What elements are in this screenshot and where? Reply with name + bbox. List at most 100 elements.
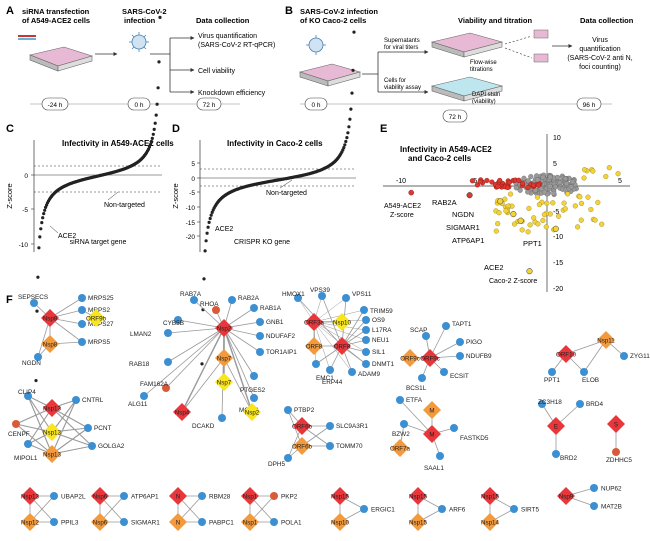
viral-protein-label: Nsp15 (481, 493, 499, 500)
panel-b-step3: Data collection (580, 16, 634, 25)
viral-protein-label: Nsp7 (217, 355, 232, 362)
host-protein-label: SEPSECS (18, 294, 48, 301)
viral-protein-node: Nsp7 (215, 373, 233, 391)
viral-protein-label: Nsp10 (333, 319, 351, 326)
panel-a-step1-line2: of A549-ACE2 cells (22, 16, 90, 25)
e-xtick: -10 (396, 178, 406, 185)
host-protein-label: UBAP2L (61, 494, 86, 501)
interaction-edge (27, 407, 53, 445)
c-xlabel: siRNA target gene (70, 239, 127, 246)
gene-point-hit-caco2 (592, 217, 598, 223)
viral-protein-node: Nsp10 (333, 313, 351, 331)
gene-point-hit-a549 (408, 189, 414, 196)
host-protein-node (284, 454, 292, 462)
rank-point (44, 205, 48, 209)
small-plates-icon (504, 29, 549, 63)
gene-point-hit-caco2 (550, 200, 556, 206)
viral-protein-node: Nsp2 (215, 319, 233, 337)
host-protein-node (284, 406, 292, 414)
panel-e: E Infectivity in A549-ACE2 and Caco-2 ce… (380, 123, 630, 293)
gene-point-hit-caco2 (543, 224, 549, 230)
d-ytick: -10 (186, 205, 196, 212)
rank-point (350, 91, 354, 95)
gene-point (568, 184, 574, 190)
host-protein-node (440, 368, 448, 376)
gene-point-hit-caco2 (503, 208, 509, 214)
host-protein-node (212, 306, 220, 314)
c-ytick: 0 (24, 173, 28, 180)
host-protein-label: CYB5B (163, 320, 184, 327)
viral-protein-node: ORF9c (400, 349, 420, 367)
host-protein-node (362, 316, 370, 324)
host-protein-node (30, 299, 38, 307)
note-titrations: titrations (470, 67, 493, 73)
time-a-3: 72 h (203, 102, 216, 109)
viral-protein-label: Nsp4 (175, 409, 190, 416)
host-protein-node (442, 322, 450, 330)
host-protein-label: DNMT1 (372, 361, 394, 368)
host-protein-label: DCAKD (192, 423, 215, 430)
interaction-edge (313, 297, 347, 323)
host-protein-label: PTBP2 (294, 407, 315, 414)
host-protein-node (396, 396, 404, 404)
note-supernatants: Supernatants (384, 38, 420, 44)
viral-protein-label: Nsp7 (217, 379, 232, 386)
host-protein-label: ALG11 (128, 401, 148, 408)
host-protein-label: NGDN (22, 360, 41, 367)
host-protein-node (198, 518, 206, 526)
host-protein-node (590, 502, 598, 510)
e-ytick: -15 (553, 260, 563, 267)
interaction-edge (51, 407, 89, 429)
host-protein-label: ZDHHC5 (606, 457, 632, 464)
gene-point-hit-caco2 (507, 191, 514, 197)
viral-protein-node: ORF9b (86, 309, 107, 327)
interaction-edge (15, 423, 53, 455)
gene-point-hit-a549 (497, 177, 503, 184)
note-dapi: DAPI stain (472, 92, 500, 98)
e-ytick: -10 (553, 234, 563, 241)
host-protein-node (548, 368, 556, 376)
interaction-edge (51, 427, 89, 455)
rank-point (210, 210, 214, 214)
viral-protein-label: Nsp1 (243, 519, 258, 526)
rank-point (342, 146, 346, 150)
rank-point (39, 227, 43, 231)
panel-d-title: Infectivity in Caco-2 cells (227, 139, 323, 148)
host-protein-node (50, 492, 58, 500)
viral-protein-label: Nsp13 (21, 493, 39, 500)
viral-protein-node: ORF8 (305, 337, 323, 355)
host-protein-node (580, 368, 588, 376)
gene-point (513, 185, 519, 191)
host-protein-node (456, 338, 464, 346)
viral-protein-node: Nsp11 (597, 331, 615, 349)
viral-protein-node: ORF6b (292, 417, 313, 435)
gene-point-hit-caco2 (595, 199, 601, 205)
rank-point (348, 117, 352, 121)
panel-b-step1-line1: SARS-CoV-2 infection (300, 7, 378, 16)
gene-point-hit-caco2 (582, 167, 588, 173)
host-protein-node (360, 306, 368, 314)
host-protein-label: BRD4 (586, 401, 603, 408)
interaction-edge (177, 319, 225, 329)
rank-point (341, 148, 345, 152)
gene-point (562, 176, 568, 182)
host-protein-label: GNB1 (266, 319, 284, 326)
interaction-edge (167, 327, 225, 363)
gene-point-hit-caco2 (581, 175, 587, 181)
rank-point (148, 143, 152, 147)
host-protein-node (438, 505, 446, 513)
e-gene-ace2: ACE2 (484, 263, 504, 272)
viral-protein-label: Nsp6 (93, 519, 108, 526)
outcome-virus-quant: Virus quantification (198, 33, 257, 40)
gene-point-hit-a549 (477, 179, 483, 185)
note-flow-wise: Flow-wise (470, 60, 497, 66)
time-b-2: 72 h (449, 114, 462, 121)
viral-protein-label: ORF6b (292, 443, 313, 450)
host-protein-label: PPIL3 (61, 520, 79, 527)
host-protein-label: RBM28 (209, 494, 231, 501)
host-protein-label: PTGES2 (240, 387, 266, 394)
host-protein-node (326, 442, 334, 450)
gene-point-rab2a (466, 192, 473, 199)
viral-protein-label: S (614, 421, 618, 428)
